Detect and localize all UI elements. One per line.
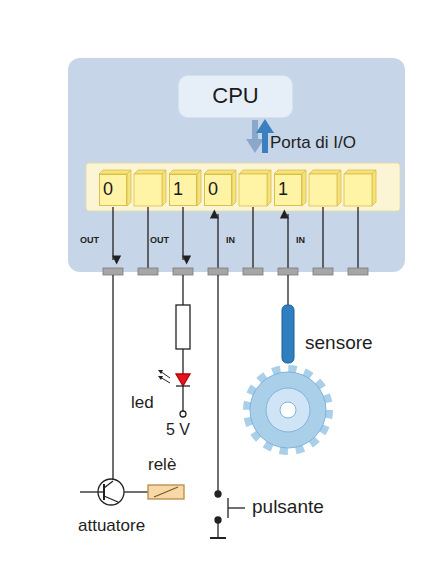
bus-arrows [246,119,274,153]
cpu-box: CPU [178,75,293,118]
port-cells [99,170,376,206]
signal-direction: OUT [80,236,99,246]
bit-value: 1 [278,180,288,200]
led-circuit [158,275,190,417]
signal-direction: IN [226,236,235,246]
port-bit-cell: 0 [99,174,127,206]
signal-direction: OUT [150,236,169,246]
port-bit-cell: 1 [274,174,302,206]
push-button [210,275,245,538]
component-label: sensore [305,333,373,354]
component-label: relè [148,456,176,475]
bit-value: 0 [208,180,218,200]
port-pins [103,268,368,275]
component-label: attuatore [78,517,145,536]
signal-direction: IN [296,236,305,246]
bit-value: 0 [103,180,113,200]
port-bit-cell: 1 [169,174,197,206]
voltage-label: 5 V [166,421,190,439]
pin-lines [113,207,358,268]
component-label: pulsante [252,497,324,518]
port-label: Porta di I/O [270,134,356,153]
sensor-gear [247,275,329,451]
component-label: led [131,394,154,413]
port-strip [86,163,400,211]
port-bit-cell: 0 [204,174,232,206]
bit-value: 1 [173,180,183,200]
computer-panel [68,58,405,272]
box-title: CPU [212,84,258,108]
actuator-circuit [80,275,184,505]
